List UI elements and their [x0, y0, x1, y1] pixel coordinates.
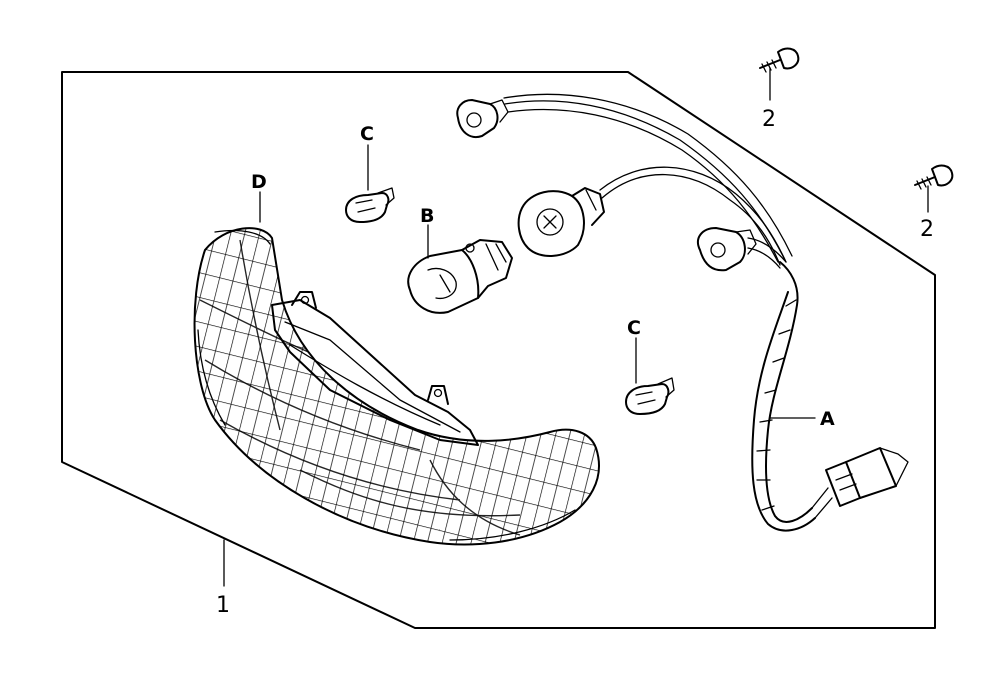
bulb-socket — [517, 187, 605, 257]
part-2-top: 2 — [762, 107, 776, 132]
wedge-bulb-top — [345, 144, 395, 223]
harness-socket-top — [456, 99, 509, 138]
screw-top — [759, 47, 800, 101]
label-a: A — [820, 408, 835, 430]
wedge-bulb-mid — [625, 337, 675, 415]
bulb-b — [407, 224, 513, 314]
part-1: 1 — [216, 593, 230, 618]
part-2-right: 2 — [920, 217, 934, 242]
wire-harness — [503, 93, 816, 532]
harness-socket-right — [697, 227, 757, 272]
label-c-mid: C — [627, 317, 641, 339]
headlight-lens — [193, 227, 600, 546]
assembly-boundary — [61, 71, 936, 629]
reflector-bracket — [271, 291, 479, 446]
screw-right — [914, 164, 954, 213]
label-c-top: C — [360, 123, 374, 145]
harness-connector — [811, 447, 909, 519]
label-d: D — [251, 171, 267, 193]
label-b: B — [420, 205, 434, 227]
